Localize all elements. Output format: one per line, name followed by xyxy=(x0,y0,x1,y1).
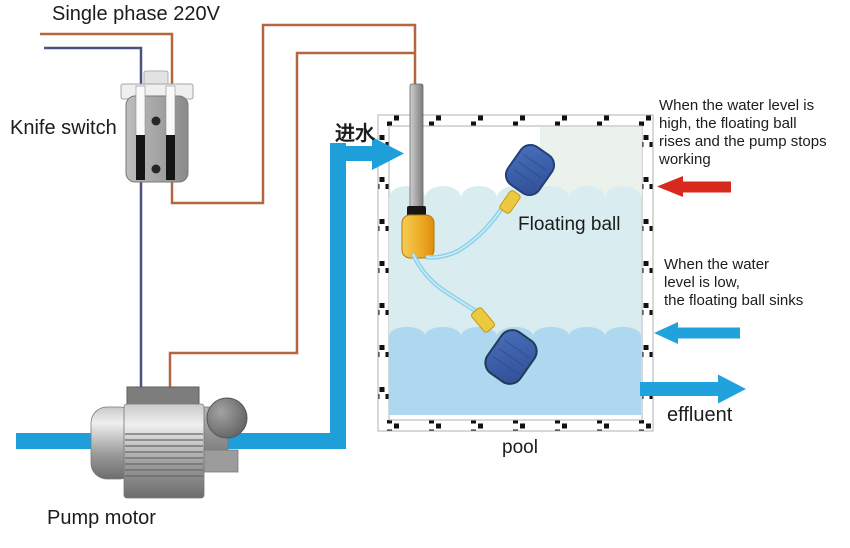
high-level-note: When the water level is high, the floati… xyxy=(659,97,850,169)
motor-body xyxy=(123,403,205,499)
motor-knob xyxy=(206,397,248,439)
effluent-arrow xyxy=(640,374,746,404)
pool-border-right xyxy=(642,126,653,420)
low-level-note: When the water level is low, the floatin… xyxy=(664,256,850,310)
switch-blade-left xyxy=(135,85,146,137)
wiring xyxy=(40,23,417,389)
note-line: rises and the pump stops xyxy=(659,133,827,150)
pool-border-bottom xyxy=(378,420,653,431)
floating-ball-lower xyxy=(484,329,538,385)
pool-border-left xyxy=(378,126,389,420)
pool-border-top xyxy=(378,115,653,126)
note-line: the floating ball sinks xyxy=(664,292,804,309)
wire-neutral xyxy=(44,46,143,389)
note-line: When the water level is xyxy=(659,97,815,114)
float-switch-assembly xyxy=(401,83,556,385)
pipe-vertical xyxy=(330,143,346,449)
switch-blade-right xyxy=(165,85,176,137)
wire-live xyxy=(40,23,417,205)
knife-switch-label: Knife switch xyxy=(10,117,117,139)
note-line: working xyxy=(659,151,711,168)
pipework xyxy=(16,137,404,449)
float-stem-lower xyxy=(471,307,495,333)
note-line: level is low, xyxy=(664,274,740,291)
floating-ball-label: Floating ball xyxy=(518,214,621,235)
inlet-arrow xyxy=(372,137,404,170)
pool-label: pool xyxy=(502,437,538,458)
power-supply-label: Single phase 220V xyxy=(52,3,220,25)
float-rod xyxy=(409,83,424,210)
effluent-label: effluent xyxy=(667,404,733,426)
cable-weight xyxy=(401,214,435,259)
high-level-arrow xyxy=(657,176,731,197)
pump-motor-label: Pump motor xyxy=(47,507,156,529)
float-stem-upper xyxy=(499,190,521,214)
knife-switch-device xyxy=(120,70,194,183)
note-line: high, the floating ball xyxy=(659,115,797,132)
float-cables xyxy=(410,195,511,315)
motor-fins xyxy=(125,433,203,477)
low-level-arrow xyxy=(654,322,740,344)
wire-float-return xyxy=(168,51,415,389)
pump-motor-device xyxy=(90,386,248,499)
water-inlet-label: 进水 xyxy=(335,123,375,145)
floating-ball-upper xyxy=(504,143,556,197)
note-line: When the water xyxy=(664,256,770,273)
